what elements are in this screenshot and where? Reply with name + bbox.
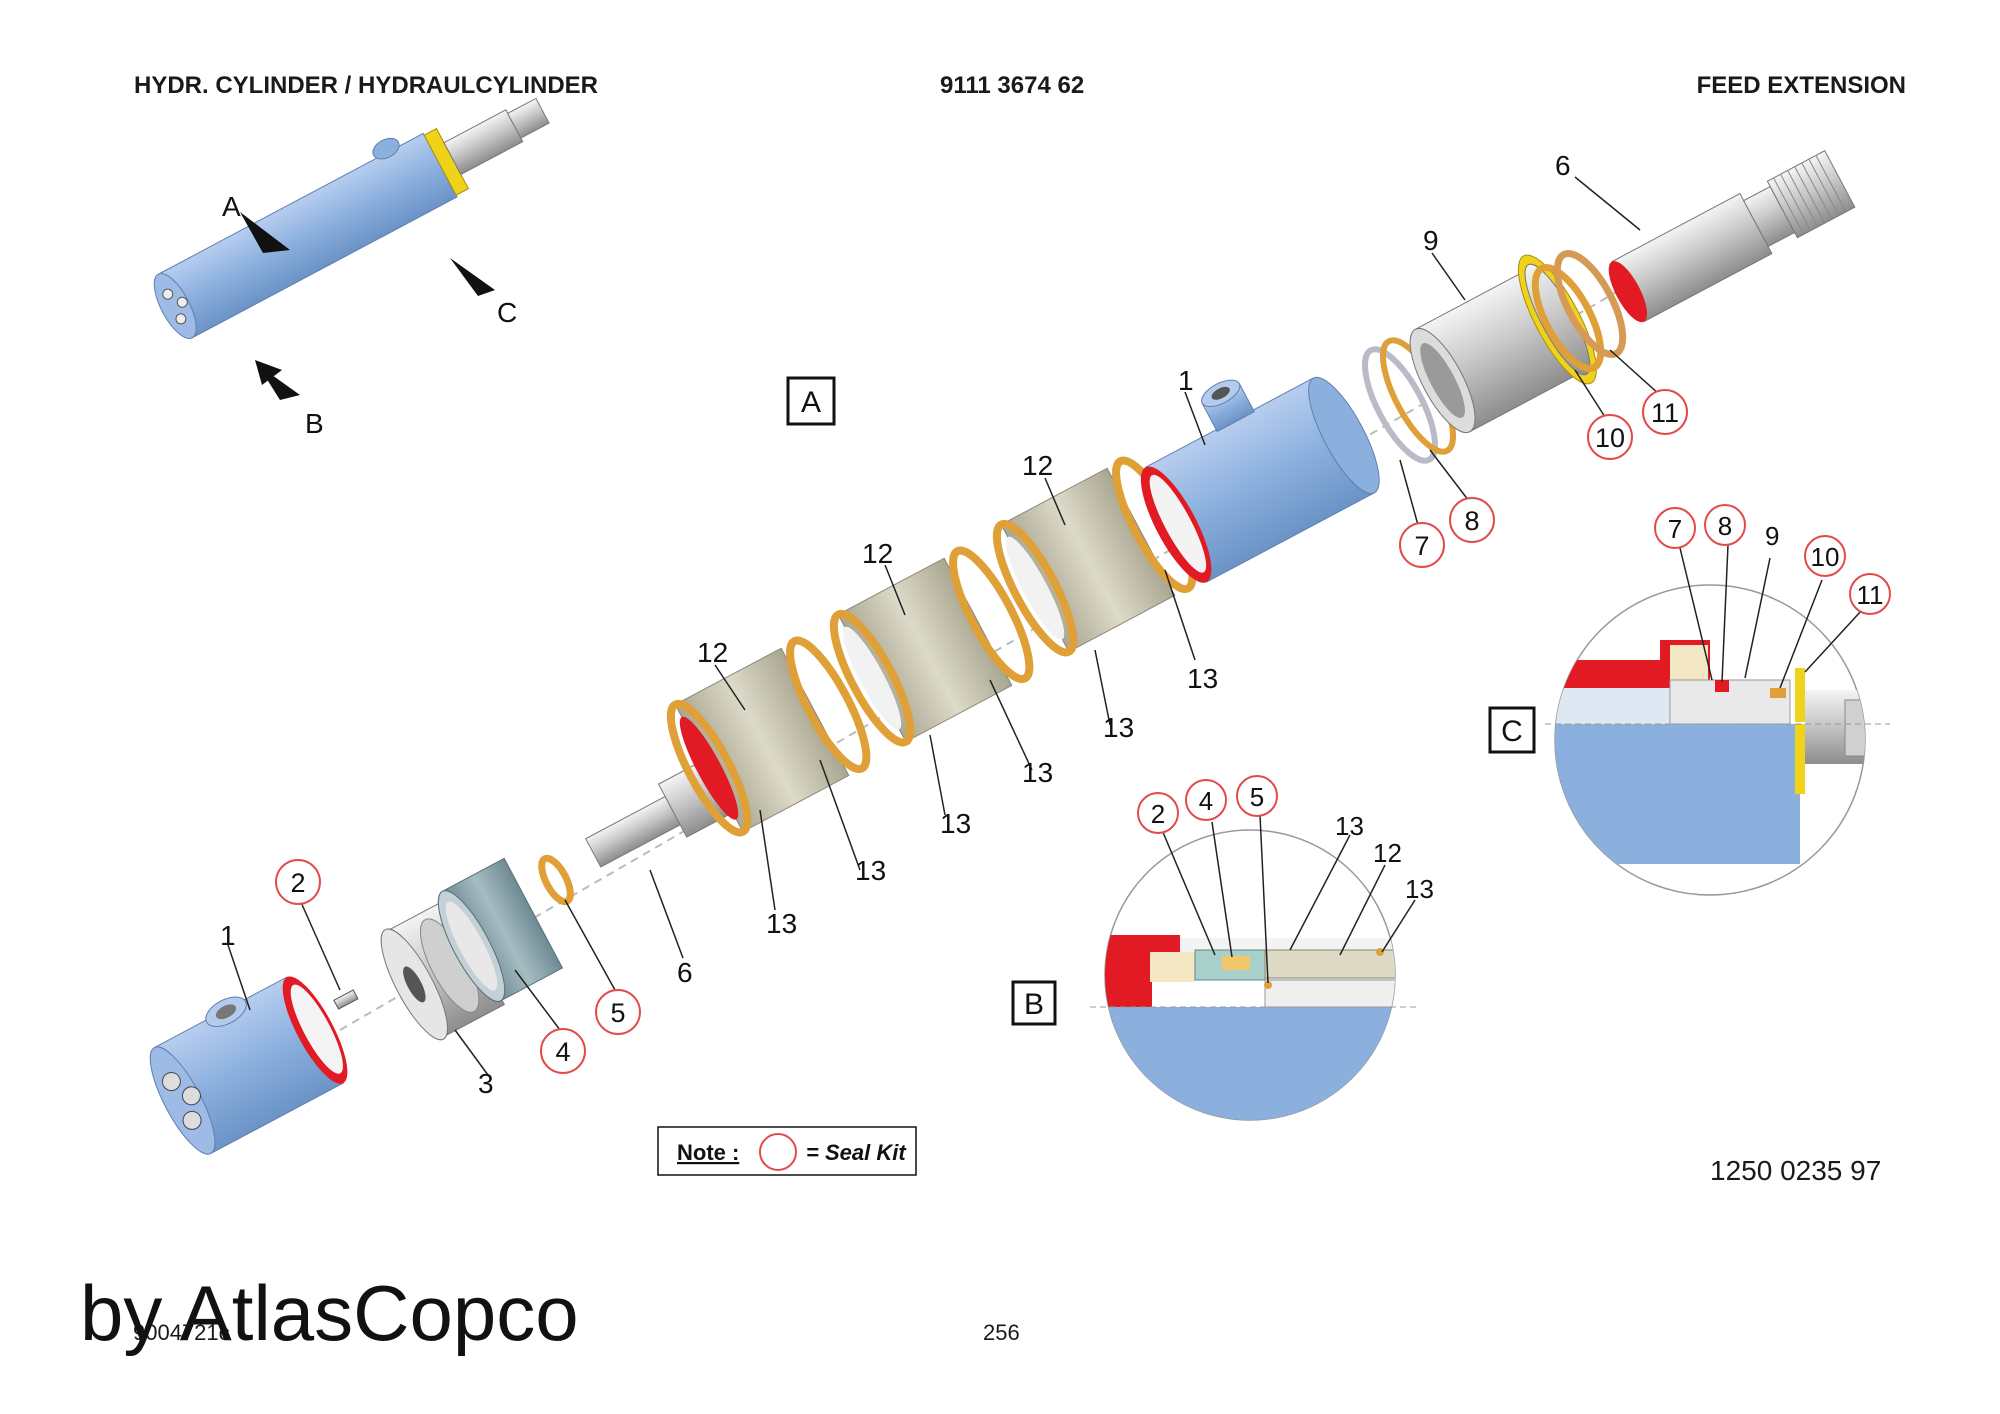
callout-5: 5 [610, 998, 625, 1028]
callouts-plain: 1 3 6 12 12 12 1 9 6 13 13 13 13 13 13 [220, 150, 1571, 1099]
callout-leader-lines [227, 176, 1661, 1076]
overview-marker-a: A [222, 191, 241, 222]
callout-13-c: 13 [940, 808, 971, 839]
detail-b-callout-13-b: 13 [1405, 874, 1434, 904]
callout-13-a: 13 [766, 908, 797, 939]
detail-c-callout-9: 9 [1765, 521, 1779, 551]
detail-b: 2 4 5 13 12 13 B [1011, 775, 1434, 1121]
detail-b-callout-4: 4 [1199, 786, 1213, 816]
callout-4: 4 [555, 1037, 570, 1067]
part-guide-2 [829, 546, 1034, 747]
view-label-a: A [786, 376, 836, 426]
callout-13-f: 13 [1187, 663, 1218, 694]
callout-12-guide-1: 12 [697, 637, 728, 668]
part-seal-ring-7 [1362, 346, 1438, 464]
part-seal-ring-11 [1553, 249, 1627, 359]
detail-c-callout-11: 11 [1857, 580, 1884, 610]
seal-kit-note: Note : = Seal Kit [657, 1126, 917, 1176]
detail-b-callout-12: 12 [1373, 838, 1402, 868]
page-number: 256 [983, 1320, 1020, 1345]
assembly-axis [339, 289, 1621, 1031]
callout-1-base: 1 [220, 920, 236, 951]
part-piston-rod [1608, 150, 1856, 323]
callout-6-outer: 6 [1555, 150, 1571, 181]
part-seal-ring-5 [538, 854, 574, 906]
view-label-c: C [1501, 715, 1523, 748]
callout-1-tube: 1 [1178, 365, 1194, 396]
view-label-b: B [1024, 988, 1044, 1021]
header-part-number: 9111 3674 62 [940, 72, 1085, 99]
part-seal-ring-10 [1531, 263, 1605, 373]
note-label: Note : [677, 1140, 739, 1165]
part-piston-band [437, 857, 564, 1002]
seal-kit-circle-symbol [759, 1133, 797, 1171]
callout-12-guide-3: 12 [1022, 450, 1053, 481]
detail-c: 7 8 9 10 11 C [1488, 504, 1891, 896]
callout-12-guide-2: 12 [862, 538, 893, 569]
overview-marker-b: B [305, 408, 324, 439]
detail-b-callout-13-a: 13 [1335, 811, 1364, 841]
callout-13-d: 13 [1022, 757, 1053, 788]
footer-code: 9004721c [133, 1320, 230, 1345]
part-cylinder-base [149, 976, 348, 1155]
callout-13-e: 13 [1103, 712, 1134, 743]
callout-9: 9 [1423, 225, 1439, 256]
note-text: = Seal Kit [806, 1140, 907, 1165]
overview-marker-c: C [497, 297, 517, 328]
overview-cylinder: A B C [153, 97, 550, 439]
callouts-seal-kit: 2 4 5 7 8 10 11 [275, 389, 1688, 1074]
detail-c-callout-10: 10 [1811, 542, 1840, 572]
part-cylinder-tube [1140, 376, 1380, 583]
callout-7: 7 [1414, 531, 1429, 561]
part-piston [380, 897, 505, 1041]
document-number: 1250 0235 97 [1710, 1155, 1882, 1186]
detail-b-callout-2: 2 [1151, 799, 1165, 829]
callout-13-b: 13 [855, 855, 886, 886]
part-guide-1 [666, 636, 871, 837]
callout-11: 11 [1651, 398, 1679, 428]
detail-c-callout-7: 7 [1668, 514, 1682, 544]
svg-text:A: A [801, 386, 821, 419]
callout-2: 2 [290, 868, 305, 898]
part-guide-3 [992, 456, 1197, 657]
part-pin [333, 989, 359, 1010]
watermark: by AtlasCopco [80, 1269, 579, 1357]
part-cylinder-head [1409, 254, 1597, 434]
detail-b-callout-5: 5 [1250, 782, 1264, 812]
header-title: HYDR. CYLINDER / HYDRAULCYLINDER [134, 72, 599, 99]
detail-c-callout-8: 8 [1718, 511, 1732, 541]
callout-8: 8 [1464, 506, 1479, 536]
callout-3: 3 [478, 1068, 494, 1099]
header-section: FEED EXTENSION [1696, 72, 1906, 99]
callout-6-rod: 6 [677, 957, 693, 988]
callout-10: 10 [1595, 423, 1625, 453]
